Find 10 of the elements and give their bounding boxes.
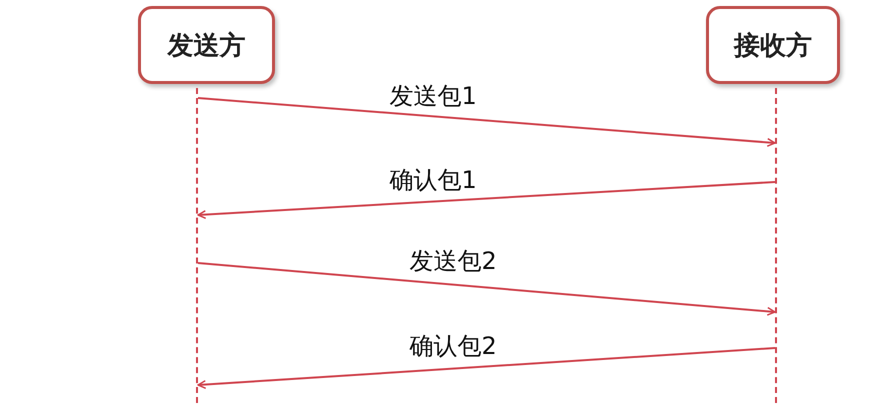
participant-box: [706, 6, 840, 84]
participant-name: 接收方: [734, 30, 812, 62]
lifeline: [196, 88, 198, 403]
message-arrow: [198, 262, 776, 316]
participant-name: 发送方: [168, 30, 246, 62]
participant-box: [138, 6, 275, 84]
message-arrow: [197, 347, 776, 389]
message-arrow: [198, 97, 776, 147]
message-arrow: [197, 181, 776, 220]
lifeline: [775, 88, 777, 403]
